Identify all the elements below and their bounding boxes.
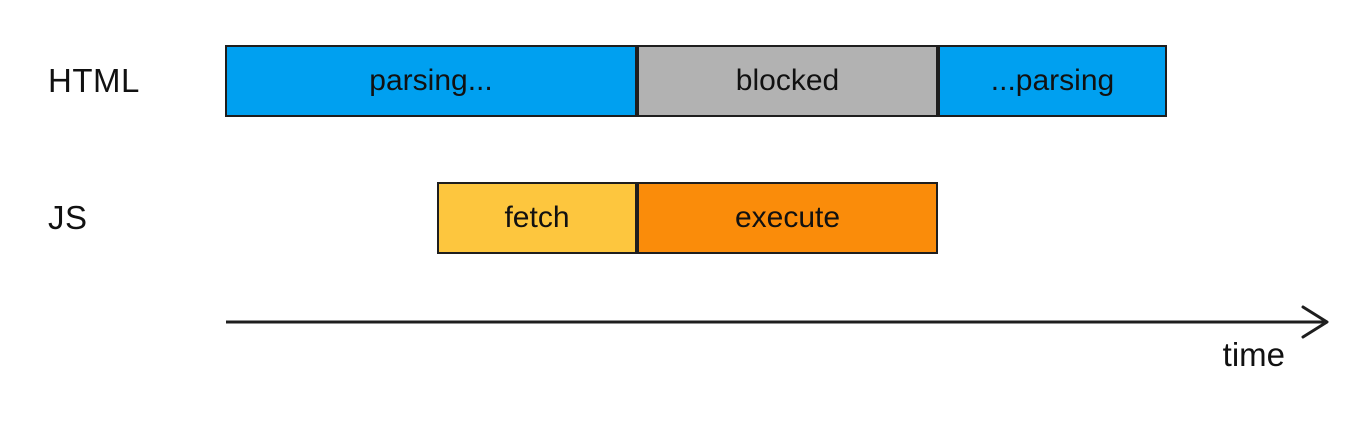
bar-html-blocked-label: blocked [735, 64, 840, 97]
bar-js-execute-label: execute [734, 201, 841, 234]
bar-html-parsing-start-label: parsing... [369, 64, 493, 97]
bar-html-blocked: blocked [637, 45, 938, 117]
row-label-js: JS [48, 199, 88, 236]
bar-html-parsing-resume: ...parsing [938, 45, 1167, 117]
time-axis-arrow [226, 305, 1329, 339]
html-bar-group: parsing... blocked ...parsing [225, 45, 1167, 117]
js-bar-group: fetch execute [437, 182, 938, 254]
bar-js-fetch: fetch [437, 182, 637, 254]
bar-js-execute: execute [637, 182, 938, 254]
row-label-html: HTML [48, 62, 140, 99]
time-axis-label: time [1222, 336, 1285, 373]
bar-js-fetch-label: fetch [504, 201, 570, 234]
bar-html-parsing-start: parsing... [225, 45, 637, 117]
bar-html-parsing-resume-label: ...parsing [990, 64, 1115, 97]
